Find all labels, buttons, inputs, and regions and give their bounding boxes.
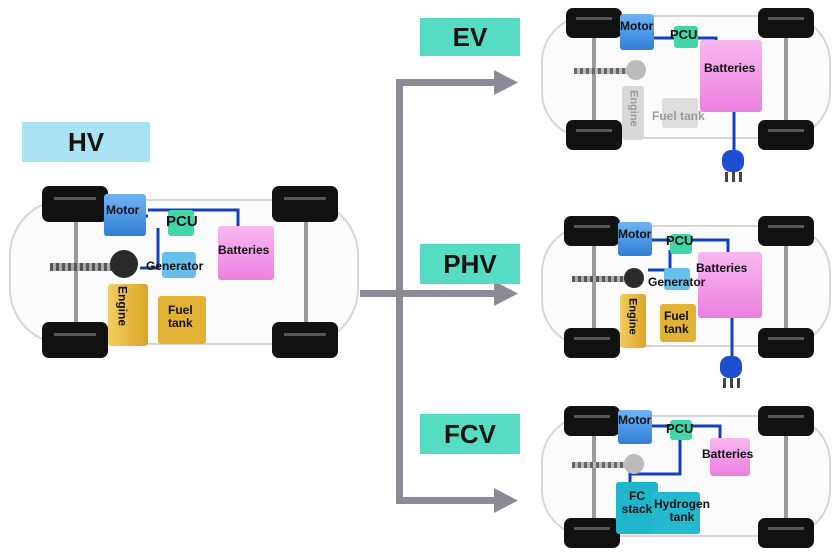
hv-pcu-label: PCU — [166, 213, 198, 230]
phv-pcu-label: PCU — [666, 233, 694, 248]
hv-wheel-front-right — [42, 322, 108, 358]
ev-engine-block-ghost — [622, 86, 644, 140]
phv-wheel-front-left — [564, 216, 620, 246]
hv-motor-block — [104, 194, 146, 236]
hv-generator-block — [162, 252, 196, 278]
phv-plug-icon — [720, 356, 742, 388]
ev-batteries-label: Batteries — [704, 61, 756, 75]
fcv-car-body-outline — [541, 415, 831, 537]
phv-wheel-rear-right — [758, 328, 814, 358]
fcv-driveshaft — [572, 462, 632, 468]
ev-motor-label: Motor — [620, 19, 654, 33]
arrow-stem — [360, 290, 402, 297]
hv-rear-axle — [304, 204, 308, 344]
hv-gear-hub — [110, 250, 138, 278]
ev-tag: EV — [420, 18, 520, 56]
fcv-batteries-label: Batteries — [702, 447, 754, 461]
ev-fuel-tank-label: Fuel tank — [652, 109, 705, 123]
hv-front-axle — [74, 204, 78, 344]
arrow-head-phv — [494, 281, 518, 306]
hv-driveshaft — [50, 263, 124, 271]
hv-wheel-rear-right — [272, 322, 338, 358]
fcv-wheel-front-left — [564, 406, 620, 436]
ev-wheel-front-left — [566, 8, 622, 38]
fcv-motor-block — [618, 410, 652, 444]
fcv-fc-stack-label: FC stack — [621, 489, 653, 516]
arrow-head-ev — [494, 70, 518, 95]
arrow-head-fcv — [494, 488, 518, 513]
arrow-shaft-ev — [396, 79, 496, 86]
fcv-wheel-rear-left — [758, 406, 814, 436]
phv-pcu-block — [670, 234, 692, 254]
fcv-rear-axle — [784, 418, 788, 536]
hv-batteries-block — [218, 226, 274, 280]
hv-fuel-tank-block — [158, 296, 206, 344]
phv-wheel-front-right — [564, 328, 620, 358]
phv-wheel-rear-left — [758, 216, 814, 246]
ev-plug-icon — [722, 150, 744, 182]
fcv-tag: FCV — [420, 414, 520, 454]
hv-batteries-label: Batteries — [218, 243, 270, 257]
ev-batteries-block — [700, 40, 762, 112]
ev-wheel-front-right — [566, 120, 622, 150]
arrow-shaft-phv — [396, 290, 496, 297]
hv-motor-label: Motor — [106, 203, 140, 217]
fcv-pcu-label: PCU — [666, 421, 694, 436]
ev-front-axle — [592, 20, 596, 138]
hv-engine-block — [108, 284, 148, 346]
ev-pcu-label: PCU — [670, 27, 698, 42]
phv-motor-label: Motor — [618, 227, 652, 241]
ev-pcu-block — [674, 26, 698, 48]
phv-front-axle — [592, 228, 596, 346]
fcv-wheel-rear-right — [758, 518, 814, 548]
phv-engine-block — [620, 294, 646, 348]
ev-wheel-rear-right — [758, 120, 814, 150]
ev-engine-label: Engine — [627, 90, 640, 127]
ev-car-diagram: Motor PCU Batteries Engine Fuel tank — [540, 4, 832, 150]
phv-batteries-label: Batteries — [696, 261, 748, 275]
fcv-car-diagram: Motor PCU Batteries FC stack Hydrogen ta… — [540, 404, 832, 548]
phv-generator-block — [664, 268, 690, 290]
phv-batteries-block — [698, 252, 762, 318]
phv-fuel-tank-block — [660, 304, 696, 342]
hv-pcu-block — [168, 210, 194, 236]
fcv-wheel-front-right — [564, 518, 620, 548]
fcv-pcu-block — [670, 420, 692, 440]
ev-fuel-tank-block-ghost — [662, 98, 698, 128]
fcv-batteries-block — [710, 438, 750, 476]
phv-driveshaft — [572, 276, 632, 282]
fcv-gear-hub — [624, 454, 644, 474]
hv-engine-label: Engine — [115, 286, 130, 327]
phv-gear-hub — [624, 268, 644, 288]
phv-fuel-tank-label: Fuel tank — [664, 309, 689, 336]
fcv-hydrogen-tank-block — [652, 492, 700, 534]
phv-engine-label: Engine — [626, 298, 639, 335]
hv-tag: HV — [22, 122, 150, 162]
ev-gear-hub — [626, 60, 646, 80]
phv-motor-block — [618, 222, 652, 256]
arrow-shaft-fcv — [396, 497, 496, 504]
phv-car-diagram: Motor PCU Generator Batteries Engine Fue… — [540, 214, 832, 358]
fcv-motor-label: Motor — [618, 413, 652, 427]
fcv-front-axle — [592, 418, 596, 536]
ev-wheel-rear-left — [758, 8, 814, 38]
phv-tag: PHV — [420, 244, 520, 284]
hv-fuel-tank-label: Fuel tank — [168, 303, 193, 330]
fcv-fc-stack-block — [616, 482, 658, 534]
phv-rear-axle — [784, 228, 788, 346]
hv-car-diagram: Motor PCU Generator Batteries Engine Fue… — [8, 186, 360, 358]
ev-rear-axle — [784, 20, 788, 138]
hv-wheel-front-left — [42, 186, 108, 222]
phv-generator-label: Generator — [648, 275, 706, 289]
hv-wire-pcu-generator — [140, 228, 160, 270]
hv-generator-label: Generator — [146, 259, 204, 273]
ev-driveshaft — [574, 68, 634, 74]
ev-motor-block — [620, 14, 654, 50]
hv-wheel-rear-left — [272, 186, 338, 222]
fcv-hydrogen-tank-label: Hydrogen tank — [653, 497, 710, 524]
